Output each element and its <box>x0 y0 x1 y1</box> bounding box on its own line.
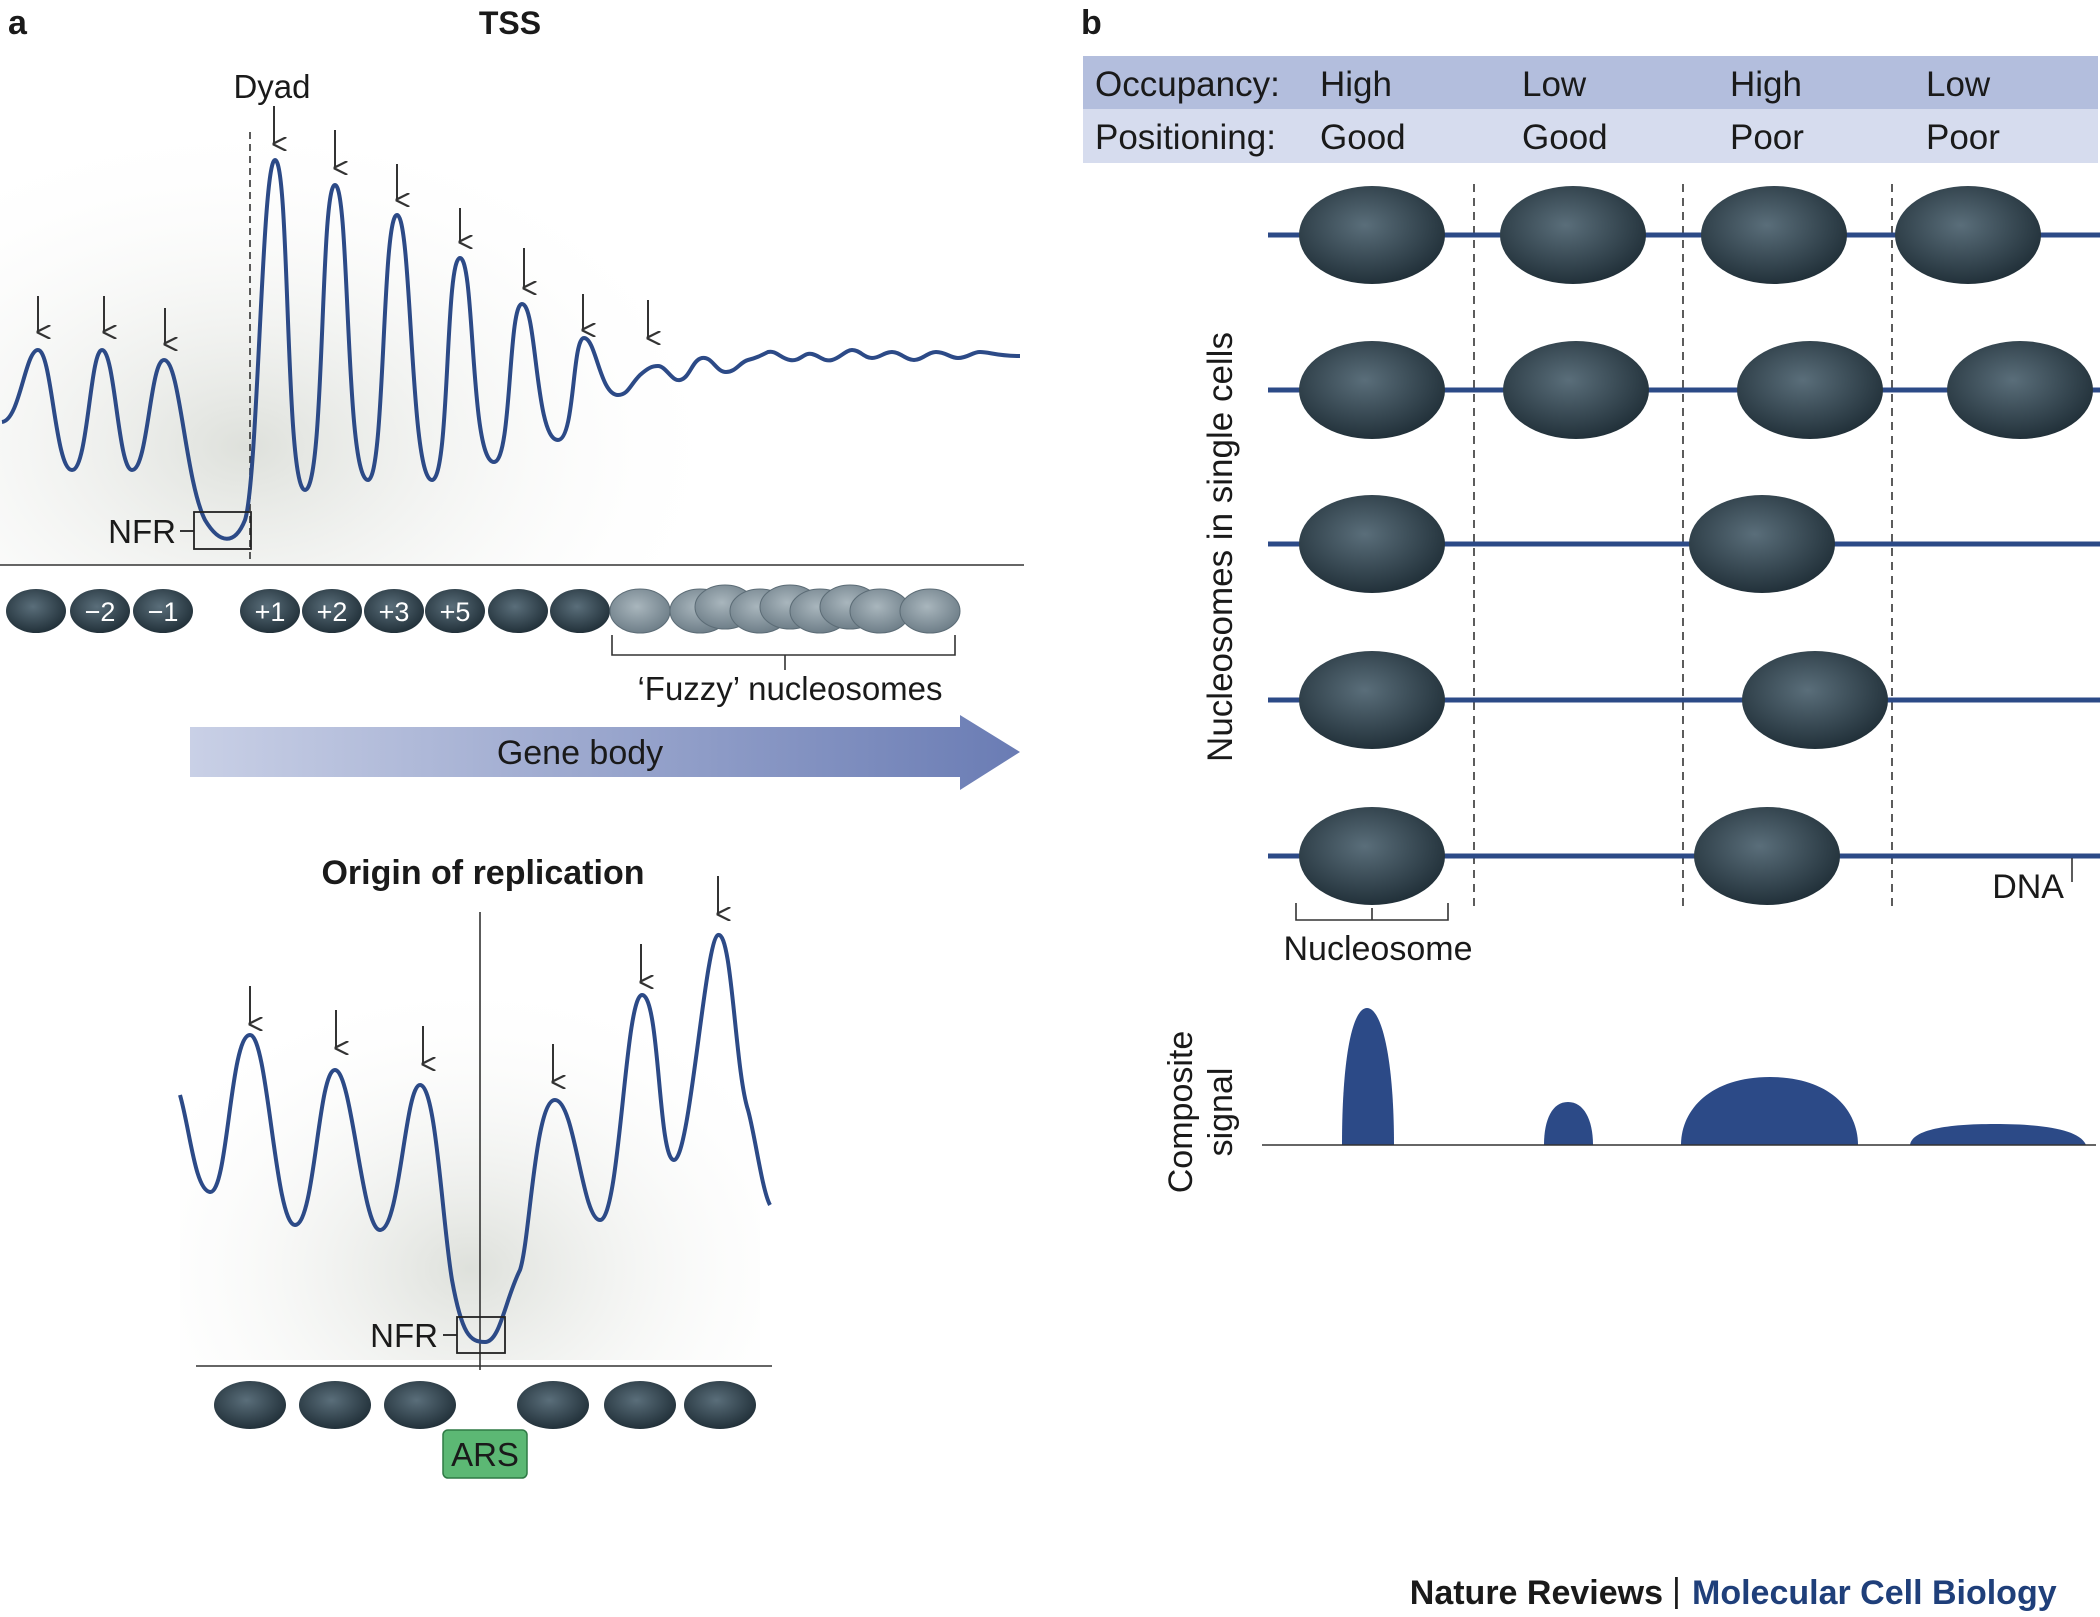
nucleosome <box>1737 341 1883 439</box>
nucleosome <box>1689 495 1835 593</box>
nucleosome <box>1895 186 2041 284</box>
composite-signal-label-line2: signal <box>1202 1068 1240 1157</box>
tss-title: TSS <box>479 5 541 41</box>
nucleosome-minus1 <box>133 589 193 633</box>
occupancy-label: Occupancy: <box>1095 65 1280 104</box>
nucleosome <box>1500 186 1646 284</box>
nucleosome-plus5-label: +5 <box>440 597 471 627</box>
journal-separator: | <box>1672 1572 1681 1610</box>
occupancy-value: Low <box>1926 65 1991 104</box>
nucleosome <box>517 1381 589 1429</box>
nucleosome <box>384 1381 456 1429</box>
single-cell-row-1 <box>1268 186 2100 284</box>
origin-signal-line <box>178 932 772 1345</box>
fuzzy-bracket <box>611 635 956 670</box>
nucleosome <box>684 1381 756 1429</box>
single-cell-row-3 <box>1268 495 2100 593</box>
occupancy-value: Low <box>1522 65 1587 104</box>
composite-peak-high-poor <box>1681 1077 1858 1145</box>
nucleosome-minus2-label: −2 <box>85 597 116 627</box>
nucleosome-bracket <box>1295 903 1449 921</box>
composite-signal-plot <box>1262 1008 2096 1146</box>
nucleosome <box>299 1381 371 1429</box>
nucleosome <box>550 589 610 633</box>
nucleosome <box>1947 341 2093 439</box>
fuzzy-nucleosomes-label: ‘Fuzzy’ nucleosomes <box>637 670 942 707</box>
origin-occupancy-profile: NFR <box>178 876 772 1370</box>
composite-peak-low-poor <box>1910 1124 2086 1145</box>
nucleosome-plus1 <box>240 589 300 633</box>
nucleosome <box>604 1381 676 1429</box>
occupancy-value: High <box>1320 65 1392 104</box>
ars-box <box>442 1429 528 1479</box>
occupancy-positioning-table: Occupancy: Positioning: High Low High Lo… <box>1083 56 2098 163</box>
single-cell-row-5 <box>1268 807 2100 905</box>
gene-body-arrow <box>190 715 1020 790</box>
nucleosome-minus1-label: −1 <box>148 597 179 627</box>
origin-background-glow <box>180 905 760 1360</box>
positioning-value: Good <box>1522 118 1608 157</box>
nucleosome <box>1299 186 1445 284</box>
nucleosome <box>1503 341 1649 439</box>
nucleosome <box>214 1381 286 1429</box>
nucleosome <box>488 589 548 633</box>
gene-body-label: Gene body <box>497 734 663 772</box>
ars-label: ARS <box>451 1436 519 1473</box>
origin-nfr-label: NFR <box>370 1317 438 1354</box>
nucleosome <box>1299 495 1445 593</box>
panel-a-label: a <box>8 4 28 42</box>
fuzzy-nucleosome <box>899 588 961 634</box>
origin-nucleosome-row <box>214 1381 756 1429</box>
composite-peak-high-good <box>1342 1008 1394 1145</box>
positioning-row-bg <box>1083 109 2098 163</box>
positioning-value: Poor <box>1730 118 1804 157</box>
nucleosome <box>1694 807 1840 905</box>
nucleosome <box>1742 651 1888 749</box>
fuzzy-nucleosome <box>609 588 671 634</box>
nucleosome <box>1299 341 1445 439</box>
composite-signal-label-line1: Composite <box>1162 1031 1200 1194</box>
nucleosome-plus1-label: +1 <box>255 597 286 627</box>
panel-b-label: b <box>1081 4 1102 42</box>
nucleosome-minus2 <box>70 589 130 633</box>
nucleosome-plus5 <box>425 589 485 633</box>
tss-occupancy-profile: NFR <box>0 106 1024 566</box>
dna-label: DNA <box>1992 868 2064 906</box>
single-cells-axis-label: Nucleosomes in single cells <box>1201 332 1240 762</box>
journal-name: Nature Reviews <box>1410 1574 1663 1612</box>
nucleosome-plus3-label: +3 <box>379 597 410 627</box>
nucleosome <box>1299 807 1445 905</box>
nucleosome-plus2 <box>302 589 362 633</box>
nucleosome <box>6 589 66 633</box>
journal-subtitle: Molecular Cell Biology <box>1692 1574 2057 1612</box>
nucleosome-plus2-label: +2 <box>317 597 348 627</box>
nucleosome-label: Nucleosome <box>1284 930 1473 968</box>
positioning-value: Good <box>1320 118 1406 157</box>
composite-peak-low-good <box>1544 1102 1593 1145</box>
tss-nfr-label: NFR <box>108 513 176 550</box>
origin-title: Origin of replication <box>321 854 644 892</box>
occupancy-row-bg <box>1083 56 2098 109</box>
tss-signal-line <box>1 157 1021 541</box>
nucleosome-plus3 <box>364 589 424 633</box>
single-cell-row-4 <box>1268 651 2100 749</box>
positioning-label: Positioning: <box>1095 118 1276 157</box>
journal-credit: Nature Reviews | Molecular Cell Biology <box>1410 1572 2057 1612</box>
occupancy-value: High <box>1730 65 1802 104</box>
nucleosome <box>1299 651 1445 749</box>
tss-nucleosome-row: −2 −1 +1 +2 +3 +5 ‘Fuzzy’ nucleosomes <box>6 584 961 707</box>
single-cell-row-2 <box>1268 341 2100 439</box>
positioning-value: Poor <box>1926 118 2000 157</box>
nucleosome <box>1701 186 1847 284</box>
